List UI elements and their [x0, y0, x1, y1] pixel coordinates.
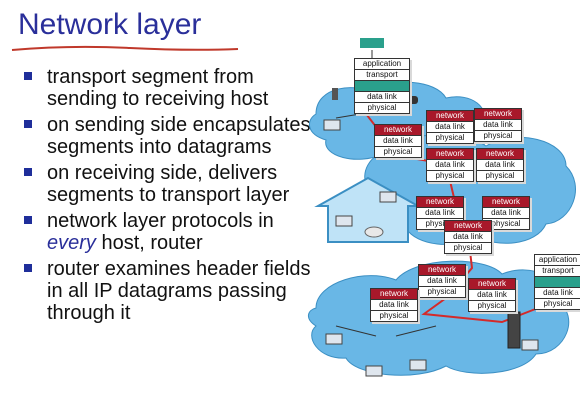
router-stack: network data link physical [426, 110, 474, 144]
laptop-icon [325, 333, 343, 345]
server-icon [507, 311, 521, 349]
router-stack: network data link physical [468, 278, 516, 312]
bullet-square-icon [24, 264, 32, 272]
home-router-icon [364, 226, 384, 238]
network-diagram: application transport network data link … [296, 36, 580, 404]
router-stack: network data link physical [370, 288, 418, 322]
bullet-square-icon [24, 120, 32, 128]
router-stack: network data link physical [444, 220, 492, 254]
bullet-item: transport segment from sending to receiv… [22, 66, 322, 110]
bullet-item: on sending side encapsulates segments in… [22, 114, 322, 158]
router-stack: network data link physical [474, 108, 522, 142]
bullet-square-icon [24, 168, 32, 176]
laptop-icon [323, 119, 341, 131]
router-stack: network data link physical [476, 148, 524, 182]
router-stack: network data link physical [418, 264, 466, 298]
bullet-list: transport segment from sending to receiv… [22, 66, 322, 328]
slide-title: Network layer [18, 8, 202, 41]
bullet-square-icon [24, 216, 32, 224]
bullet-square-icon [24, 72, 32, 80]
host-stack-top: application transport network data link … [354, 58, 410, 114]
bullet-item: on receiving side, delivers segments to … [22, 162, 322, 206]
router-stack: network data link physical [482, 196, 530, 230]
laptop-icon [365, 365, 383, 377]
bullet-item: router examines header fields in all IP … [22, 258, 322, 324]
laptop-icon [335, 215, 353, 227]
emphasis-every: every [47, 232, 96, 254]
router-stack: network data link physical [374, 124, 422, 158]
router-stack: network data link physical [426, 148, 474, 182]
bullet-item: network layer protocols in every host, r… [22, 210, 322, 254]
laptop-icon [379, 191, 397, 203]
laptop-icon [521, 339, 539, 351]
title-underline [11, 45, 239, 51]
segment-marker [360, 38, 384, 48]
host-stack-bottom: application transport network data link … [534, 254, 580, 310]
cellphone-icon [332, 88, 338, 100]
laptop-icon [409, 359, 427, 371]
